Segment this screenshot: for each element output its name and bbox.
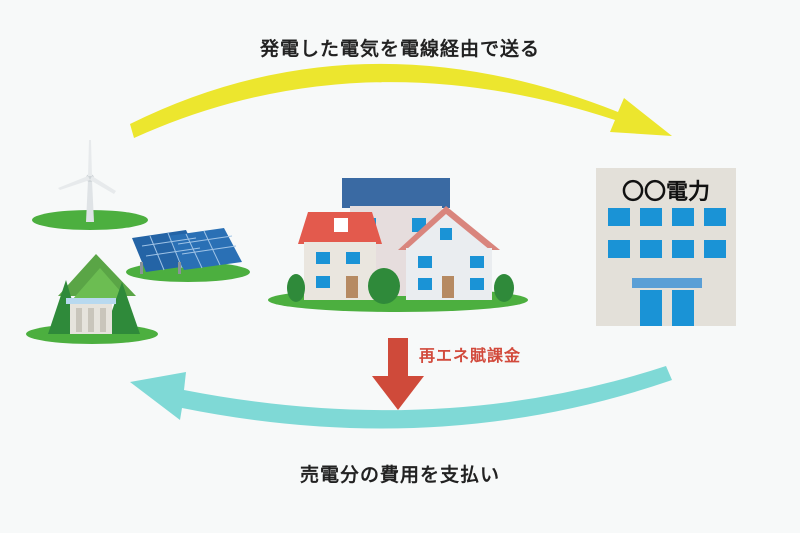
levy-label: 再エネ賦課金 xyxy=(419,346,522,365)
bottom-flow-label: 売電分の費用を支払い xyxy=(299,464,500,486)
wind-turbine-tower xyxy=(86,180,94,222)
levy-arrow xyxy=(372,338,424,410)
company-name-label: 〇〇電力 xyxy=(621,180,710,205)
solar-panel-2 xyxy=(168,228,242,270)
houses-icon xyxy=(268,178,528,312)
company-door-right xyxy=(672,290,694,326)
top-flow-label: 発電した電気を電線経由で送る xyxy=(259,38,540,60)
back-building-roof xyxy=(342,178,450,208)
bottom-flow-arrow-band xyxy=(130,366,672,429)
bush-right xyxy=(494,274,514,302)
solar-panel-leg-2 xyxy=(178,262,181,274)
top-flow-arrow xyxy=(130,63,672,139)
solar-panel-icon xyxy=(126,228,250,282)
wind-turbine-blade-up xyxy=(88,140,92,176)
bush-left xyxy=(287,274,305,302)
levy-arrow-shaft xyxy=(388,338,408,382)
wind-turbine-blade-right xyxy=(90,176,116,194)
top-flow-arrow-band xyxy=(130,63,672,139)
mountain-front xyxy=(72,268,128,300)
bush-middle xyxy=(368,268,400,304)
left-house-body xyxy=(304,242,376,300)
company-entrance-awning xyxy=(632,278,702,288)
dam-top xyxy=(66,298,116,304)
bottom-flow-arrow xyxy=(130,366,672,429)
power-company-building-icon xyxy=(596,168,736,326)
tree-right xyxy=(104,282,140,334)
wind-turbine-blade-left xyxy=(58,176,90,190)
solar-panel-leg-1 xyxy=(140,262,143,274)
levy-arrow-head xyxy=(372,376,424,410)
company-door-left xyxy=(640,290,662,326)
wind-turbine-icon xyxy=(32,140,148,230)
hydro-dam-icon xyxy=(26,254,158,344)
